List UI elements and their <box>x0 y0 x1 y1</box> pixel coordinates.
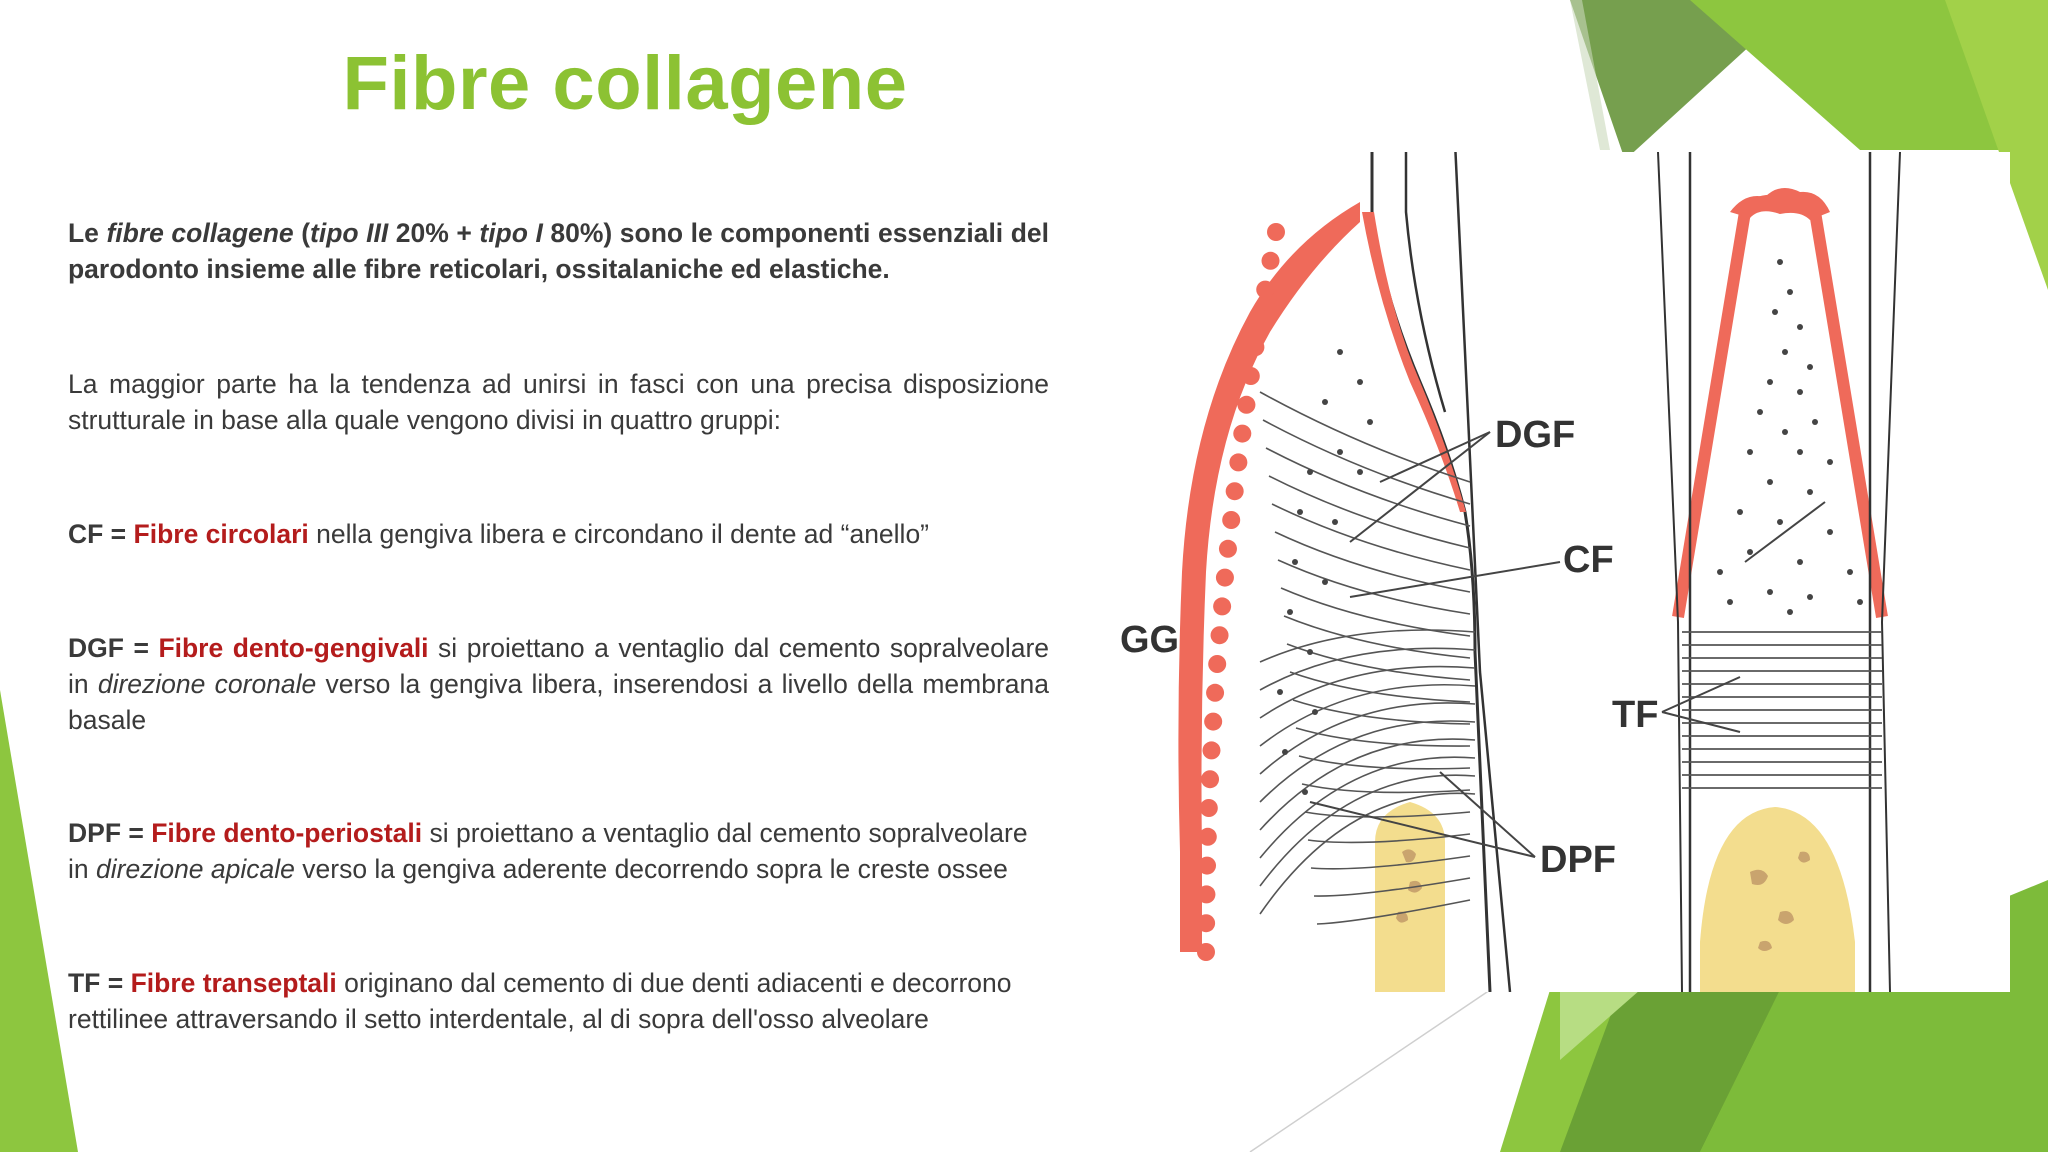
label-dgf: DGF <box>1495 414 1575 456</box>
cf-definition: CF = Fibre circolari nella gengiva liber… <box>68 519 930 549</box>
left-panel: GG DGF CF DPF <box>1120 152 1616 992</box>
cf-code: CF = <box>68 519 134 549</box>
tf-definition: TF = Fibre transeptali originano dal cem… <box>68 968 1012 1034</box>
cf-term: Fibre circolari <box>133 519 309 549</box>
groups-paragraph: La maggior parte ha la tendenza ad unirs… <box>68 369 1049 435</box>
dgf-definition: DGF = Fibre dento-gengivali si proiettan… <box>68 633 1050 735</box>
right-panel: TF <box>1612 152 1901 992</box>
label-gg: GG <box>1120 619 1179 661</box>
dpf-definition: DPF = Fibre dento-periostali si proietta… <box>68 818 1028 884</box>
dgf-term: Fibre dento-gengivali <box>158 633 429 663</box>
alveolar-bone-right <box>1700 807 1855 992</box>
dpf-term: Fibre dento-periostali <box>151 818 423 848</box>
dgf-code: DGF = <box>68 633 159 663</box>
periodontal-fibers-diagram: GG DGF CF DPF TF <box>1110 152 2010 992</box>
tf-code: TF = <box>68 968 131 998</box>
dpf-code: DPF = <box>68 818 152 848</box>
intro-paragraph: Le fibre collagene (tipo III 20% + tipo … <box>68 218 1049 284</box>
page-title: Fibre collagene <box>342 41 908 126</box>
gingiva-left <box>1178 202 1360 952</box>
label-dpf: DPF <box>1540 839 1616 881</box>
label-cf: CF <box>1563 539 1614 581</box>
label-tf: TF <box>1612 694 1658 736</box>
tf-term: Fibre transeptali <box>130 968 337 998</box>
alveolar-bone-left <box>1375 802 1445 992</box>
